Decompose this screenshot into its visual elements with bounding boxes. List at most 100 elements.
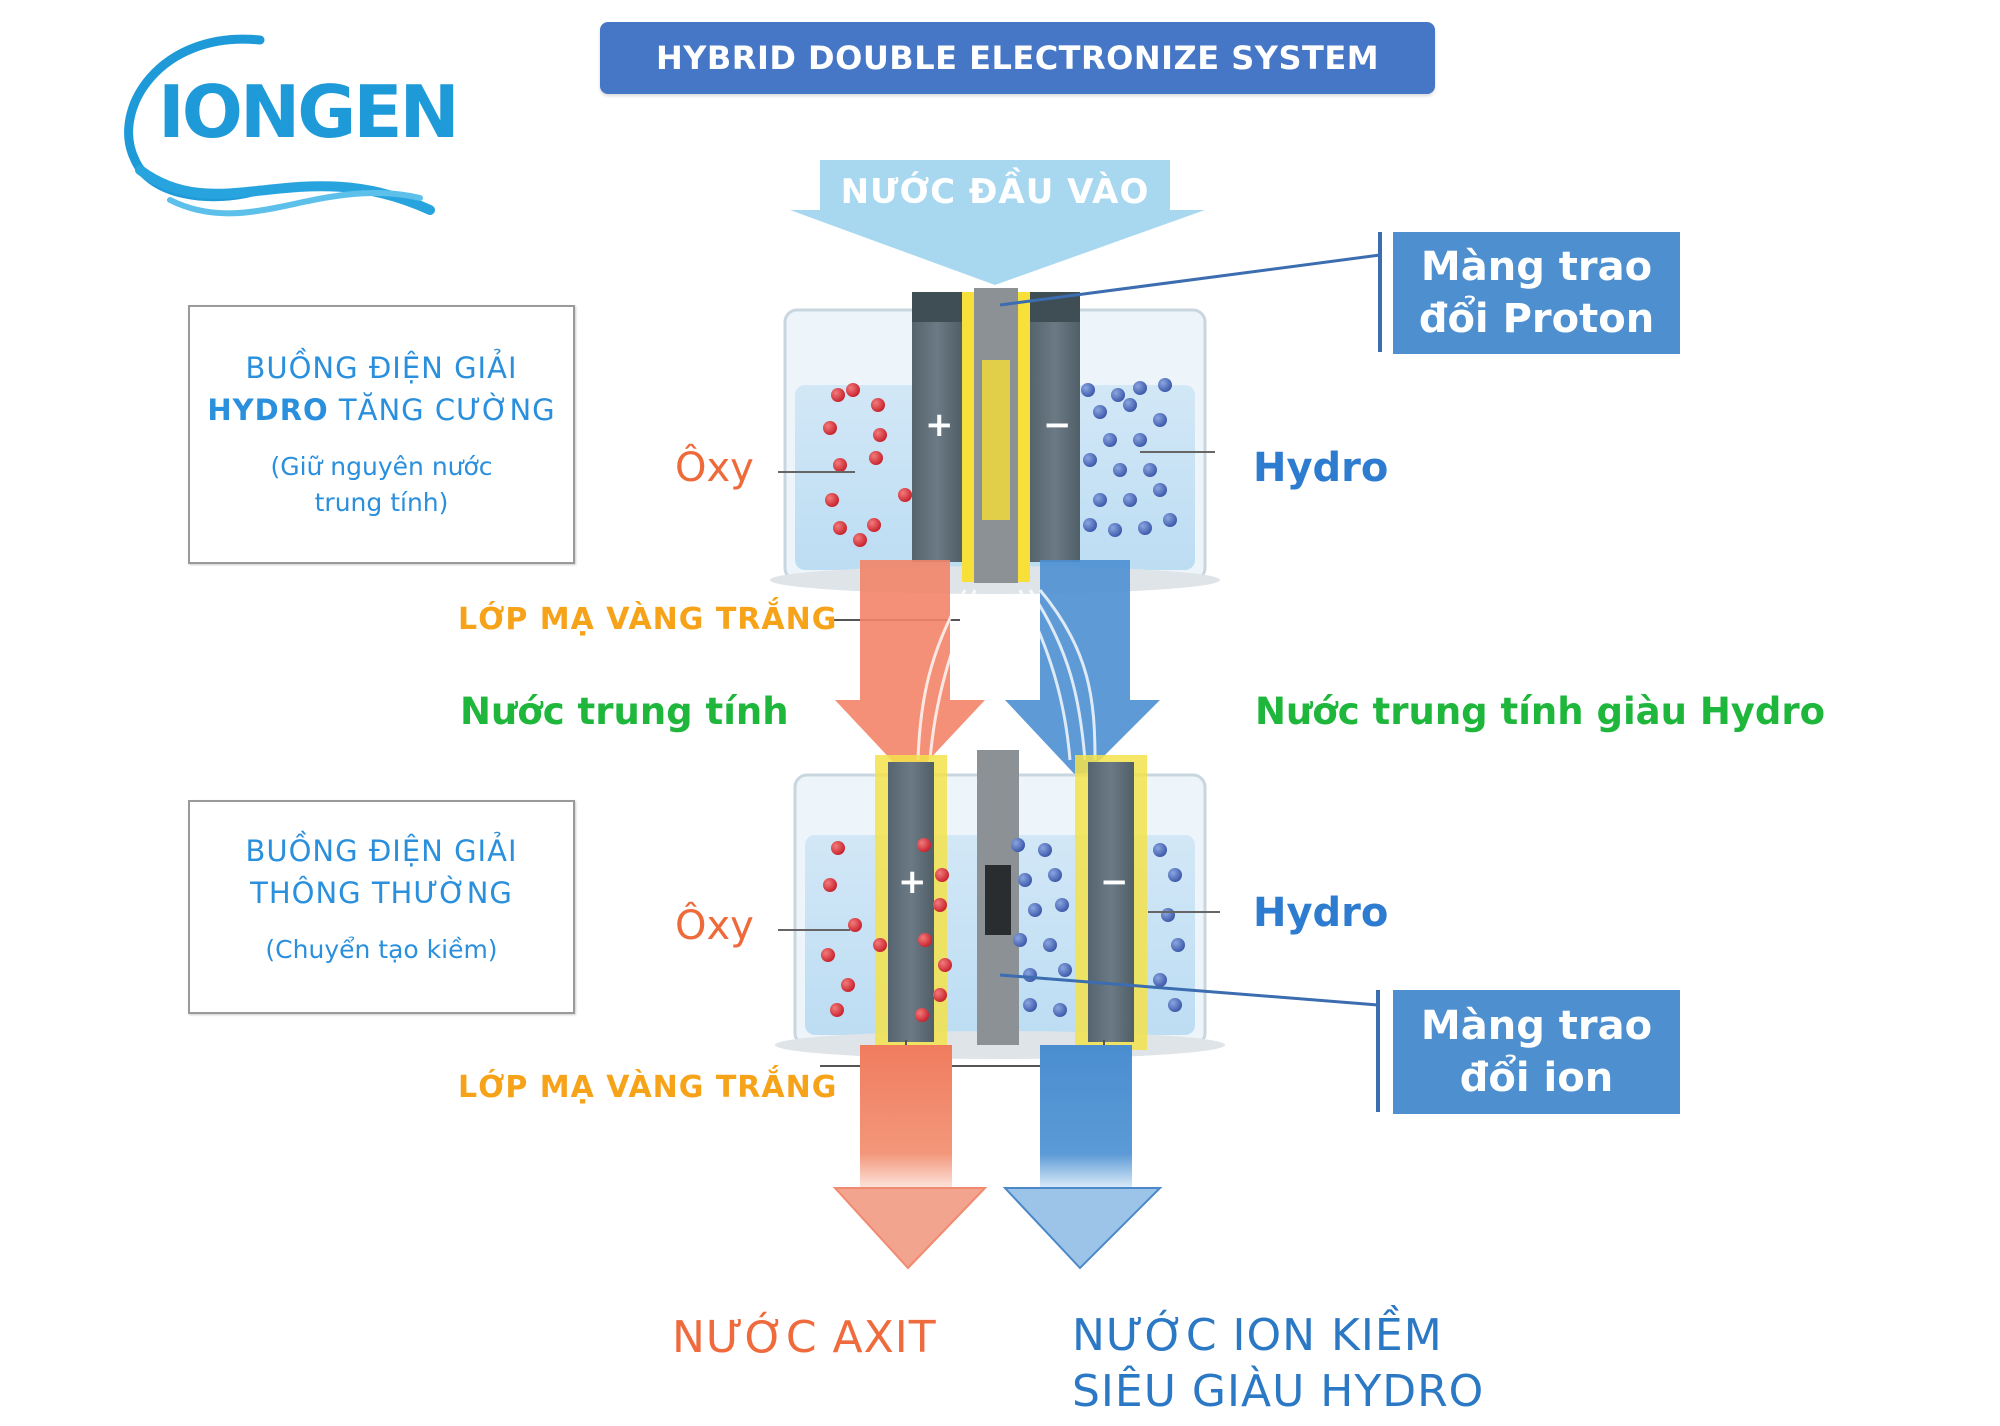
hydrogen-bubble (1058, 963, 1072, 977)
top-anode-electrode (912, 292, 974, 582)
ion-membrane-label: Màng trao đổi ion (1393, 990, 1680, 1114)
top-hydrogen-label: Hydro (1253, 445, 1389, 491)
ion-membrane-leader-line (999, 973, 1379, 1007)
alkaline-water-line2: SIÊU GIÀU HYDRO (1072, 1366, 1485, 1417)
hydrogen-bubble (1048, 868, 1062, 882)
top-oxygen-label: Ôxy (675, 445, 754, 491)
hydrogen-bubble (1153, 483, 1167, 497)
hydrogen-bubble (1158, 378, 1172, 392)
oxygen-bubble (833, 458, 847, 472)
hydrogen-bubble (1103, 433, 1117, 447)
mid-acid-arrow (835, 560, 985, 780)
brand-logo: IONGEN (158, 70, 460, 154)
page-title: HYBRID DOUBLE ELECTRONIZE SYSTEM (600, 22, 1435, 94)
logo-swoosh-icon (124, 34, 435, 217)
oxygen-bubble (873, 428, 887, 442)
hydrogen-bubble (1138, 521, 1152, 535)
proton-membrane-leader-line (999, 253, 1381, 307)
hydrogen-bubble (1028, 903, 1042, 917)
top-chamber-subtitle-line1: (Giữ nguyên nước (270, 452, 493, 481)
hydrogen-rich-neutral-water-label: Nước trung tính giàu Hydro (1255, 690, 1826, 733)
oxygen-bubble (846, 383, 860, 397)
oxygen-bubble (917, 838, 931, 852)
ion-membrane-line1: Màng trao (1420, 1003, 1653, 1049)
acid-output-arrow (832, 1045, 988, 1270)
oxygen-bubble (848, 918, 862, 932)
bottom-chamber-title-line1: BUỒNG ĐIỆN GIẢI (245, 834, 518, 868)
alkaline-water-label: NƯỚC ION KIỀM SIÊU GIÀU HYDRO (1072, 1308, 1484, 1420)
hydrogen-bubble (1038, 843, 1052, 857)
top-proton-membrane (974, 288, 1018, 583)
bottom-anode-electrode (875, 755, 947, 1050)
acid-water-label: NƯỚC AXIT (672, 1312, 937, 1363)
oxygen-bubble (853, 533, 867, 547)
oxygen-bubble (825, 493, 839, 507)
hydrogen-bubble (1013, 933, 1027, 947)
hydrogen-bubble (1123, 398, 1137, 412)
input-water-label: NƯỚC ĐẦU VÀO (840, 172, 1150, 212)
hydrogen-bubble (1023, 968, 1037, 982)
bottom-plating-label: LỚP MẠ VÀNG TRẮNG (458, 1070, 838, 1105)
hydrogen-bubble (1108, 523, 1122, 537)
hydrogen-bubble (1168, 868, 1182, 882)
oxygen-bubble (833, 521, 847, 535)
oxygen-bubble (915, 1008, 929, 1022)
hydrogen-bubble (1111, 388, 1125, 402)
bottom-chamber-title-line2: THÔNG THƯỜNG (250, 876, 513, 910)
hydrogen-bubble (1153, 413, 1167, 427)
hydrogen-bubble (1113, 463, 1127, 477)
alkaline-output-arrow (1002, 1045, 1163, 1270)
bottom-chamber-subtitle: (Chuyển tạo kiềm) (265, 935, 498, 964)
hydrogen-bubble (1133, 433, 1147, 447)
hydrogen-bubble (1153, 843, 1167, 857)
top-chamber-title-rest: TĂNG CƯỜNG (338, 393, 556, 427)
hydrogen-bubble (1023, 998, 1037, 1012)
oxygen-bubble (867, 518, 881, 532)
top-chamber-title-bold: HYDRO (207, 393, 329, 427)
hydrogen-bubble (1143, 463, 1157, 477)
hydrogen-bubble (1081, 383, 1095, 397)
oxygen-bubble (935, 868, 949, 882)
hydrogen-bubble (1083, 453, 1097, 467)
oxygen-bubble (869, 451, 883, 465)
oxygen-bubble (823, 878, 837, 892)
hydrogen-bubble (1018, 873, 1032, 887)
oxygen-bubble (830, 1003, 844, 1017)
oxygen-bubble (898, 488, 912, 502)
top-plating-label: LỚP MẠ VÀNG TRẮNG (458, 602, 838, 637)
oxygen-bubble (938, 958, 952, 972)
hydrogen-bubble (1093, 405, 1107, 419)
input-arrow-icon (790, 160, 1205, 285)
hydrogen-bubble (1171, 938, 1185, 952)
top-cathode-electrode (1018, 292, 1080, 582)
hydrogen-bubble (1163, 513, 1177, 527)
oxygen-bubble (821, 948, 835, 962)
hydrogen-bubble (1153, 973, 1167, 987)
oxygen-bubble (831, 841, 845, 855)
top-chamber-description: BUỒNG ĐIỆN GIẢI HYDRO TĂNG CƯỜNG (Giữ ng… (188, 305, 575, 564)
top-anode-plus-icon: + (925, 405, 954, 445)
hydrogen-bubble (1133, 381, 1147, 395)
oxygen-bubble (873, 938, 887, 952)
hydrogen-bubble (1123, 493, 1137, 507)
oxygen-bubble (918, 933, 932, 947)
oxygen-bubble (871, 398, 885, 412)
hydrogen-bubble (1043, 938, 1057, 952)
top-hydrogen-bubbles (1081, 378, 1177, 537)
bottom-hydrogen-bubbles (1011, 838, 1185, 1017)
bottom-ion-membrane (977, 750, 1019, 1045)
top-oxygen-bubbles (823, 383, 912, 547)
ion-membrane-line2: đổi ion (1459, 1055, 1614, 1101)
alkaline-water-line1: NƯỚC ION KIỀM (1072, 1310, 1443, 1361)
hydrogen-bubble (1053, 1003, 1067, 1017)
bottom-cathode-electrode (1075, 755, 1147, 1050)
top-chamber-subtitle-line2: trung tính) (314, 488, 449, 517)
bottom-cathode-minus-icon: − (1100, 862, 1129, 902)
proton-membrane-line2: đổi Proton (1418, 296, 1655, 342)
hydrogen-bubble (1055, 898, 1069, 912)
hydrogen-bubble (1168, 998, 1182, 1012)
hydrogen-bubble (1093, 493, 1107, 507)
hydrogen-bubble (1161, 908, 1175, 922)
proton-membrane-label: Màng trao đổi Proton (1393, 232, 1680, 354)
